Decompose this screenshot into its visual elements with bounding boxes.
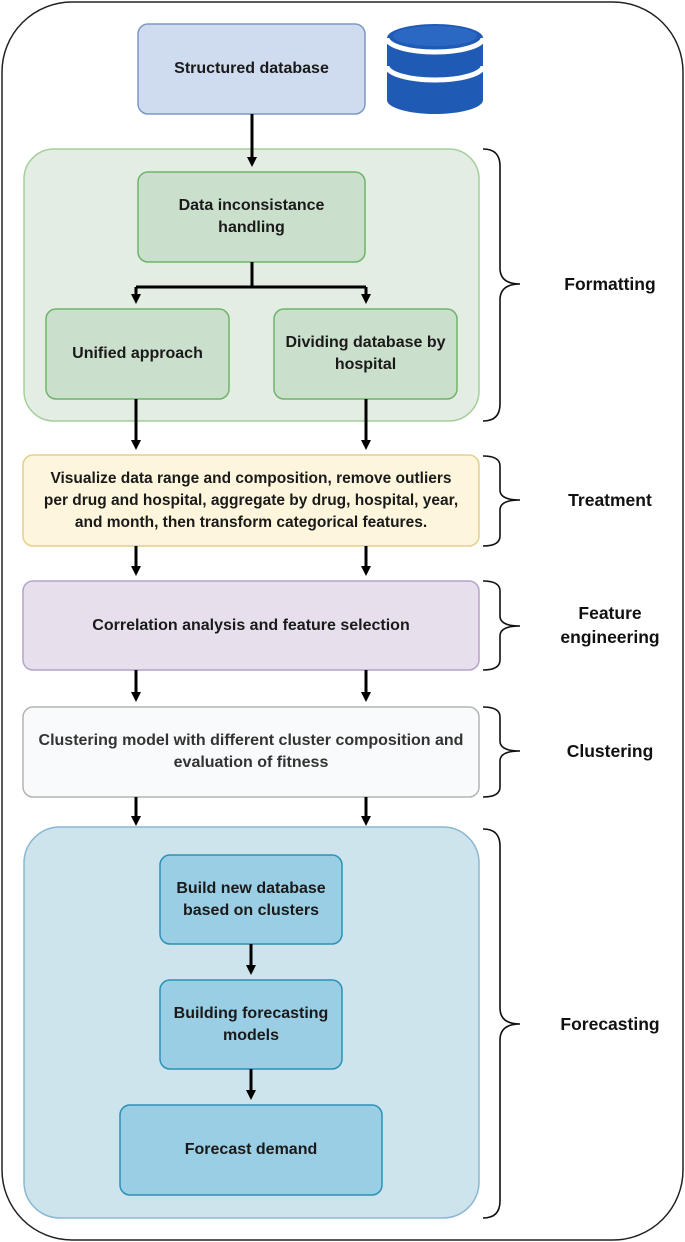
stage-feature-engineering: Feature engineering [560, 603, 660, 647]
clustering-model-label: Clustering model with different cluster … [38, 732, 464, 771]
dividing-database-label: Dividing database by hospital [285, 334, 446, 373]
stage-forecasting: Forecasting [560, 1014, 660, 1034]
unified-approach-label: Unified approach [72, 345, 203, 362]
connectors [131, 114, 371, 1100]
forecasting-brace [482, 828, 521, 1219]
correlation-label: Correlation analysis and feature selecti… [92, 616, 410, 634]
stage-clustering: Clustering [566, 741, 654, 761]
building-models-label: Building forecasting models [173, 1004, 329, 1044]
forecast-demand-box [119, 1104, 383, 1196]
correlation-box [22, 580, 480, 671]
database-cylinder-icon [384, 24, 486, 114]
treatment-brace [482, 455, 521, 547]
build-new-database-label: Build new database based on clusters [176, 879, 326, 919]
structured-database-label: Structured database [174, 60, 329, 77]
treatment-label: Visualize data range and composition, re… [43, 469, 459, 531]
stage-treatment: Treatment [568, 490, 652, 510]
stage-braces [482, 148, 521, 1219]
data-inconsistance-label: Data inconsistance handling [178, 197, 325, 236]
stage-formatting: Formatting [564, 274, 656, 294]
formatting-brace [482, 148, 521, 422]
clustering-model-box [22, 706, 480, 798]
forecast-demand-label: Forecast demand [184, 1141, 318, 1158]
clustering-brace [482, 706, 521, 798]
treatment-box [22, 454, 480, 547]
feature-engineering-brace [482, 580, 521, 671]
